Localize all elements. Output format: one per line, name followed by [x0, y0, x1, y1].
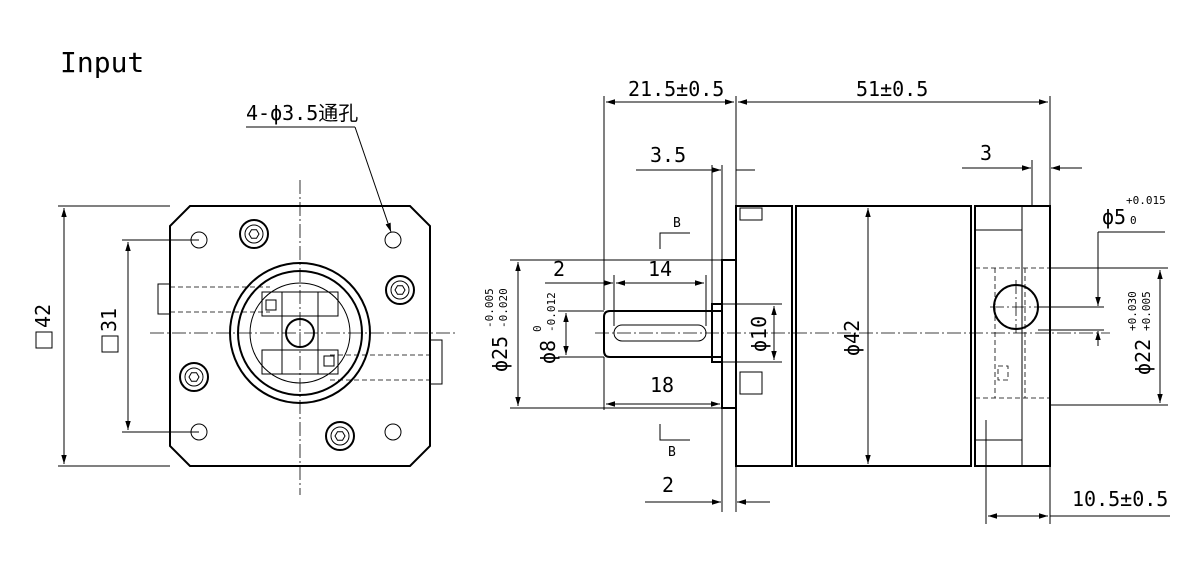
- dim-10-5: 10.5±0.5: [1072, 487, 1168, 511]
- dim-2-bottom: 2: [662, 473, 674, 497]
- dim-phi8-tol-upper: 0: [531, 325, 544, 332]
- mount-hole: [384, 423, 402, 441]
- dim-phi5-tol-lower: 0: [1130, 214, 1137, 227]
- keyway: [613, 324, 707, 342]
- leader-line: [354, 126, 392, 233]
- set-screw-top: [265, 299, 277, 311]
- dim-phi5-tol-upper: +0.015: [1126, 194, 1166, 207]
- set-screw-bottom: [323, 355, 335, 367]
- boss-inner: [237, 270, 363, 396]
- section-mark-top: [659, 232, 690, 249]
- square-symbol: [101, 335, 119, 353]
- gear-housing: [795, 205, 972, 467]
- dim-phi22-tol-upper: +0.030: [1126, 291, 1139, 331]
- mount-hole: [384, 231, 402, 249]
- dim-phi5: ϕ5: [1102, 205, 1126, 229]
- dim-phi25-tol-lower: -0.020: [497, 288, 510, 328]
- dim-square-42: 42: [31, 304, 55, 328]
- section-mark-bottom: [659, 424, 690, 441]
- coupling-slot-top: [261, 291, 339, 317]
- side-port-right: [429, 339, 443, 385]
- flange-tab-top: [739, 207, 763, 221]
- flange-tab-bottom: [739, 371, 763, 395]
- hidden-detail: [997, 365, 1009, 381]
- screw-head: [385, 275, 415, 305]
- hole-note: 4-ϕ3.5通孔: [246, 101, 358, 125]
- boss-outer: [229, 262, 371, 404]
- dim-square-31: 31: [97, 308, 121, 332]
- front-view: 42 31 4-ϕ3.5通孔: [31, 101, 455, 495]
- view-title: Input: [60, 46, 144, 79]
- dim-phi10: ϕ10: [747, 316, 771, 352]
- screw-head: [179, 362, 209, 392]
- output-flange: [974, 205, 1051, 467]
- dim-3-5: 3.5: [650, 143, 686, 167]
- side-port-left: [157, 283, 171, 315]
- dim-phi8-tol-lower: -0.012: [545, 292, 558, 332]
- coupling-slot-bottom: [261, 349, 339, 375]
- screw-head: [239, 219, 269, 249]
- side-view: B B 21.5±0.5 51±0.5 3.5 3 2 14 18: [483, 77, 1170, 524]
- dim-phi8: ϕ8: [536, 340, 560, 364]
- dim-phi22: ϕ22: [1131, 339, 1155, 375]
- input-shaft: [603, 310, 722, 358]
- dim-2-top: 2: [553, 257, 565, 281]
- dim-3: 3: [980, 141, 992, 165]
- dim-14: 14: [648, 257, 672, 281]
- bore-circle: [249, 282, 351, 384]
- section-label-bottom: B: [668, 445, 676, 460]
- dim-phi25: ϕ25: [488, 336, 512, 372]
- dim-phi22-tol-lower: +0.005: [1140, 291, 1153, 331]
- square-symbol: [35, 331, 53, 349]
- screw-head: [325, 421, 355, 451]
- shaft-hole: [285, 318, 315, 348]
- pilot-step: [721, 259, 737, 409]
- section-label-top: B: [673, 216, 681, 231]
- dim-21-5: 21.5±0.5: [628, 77, 724, 101]
- dim-18: 18: [650, 373, 674, 397]
- dim-phi25-tol-upper: -0.005: [483, 288, 496, 328]
- dim-phi42: ϕ42: [840, 320, 864, 356]
- dim-51: 51±0.5: [856, 77, 928, 101]
